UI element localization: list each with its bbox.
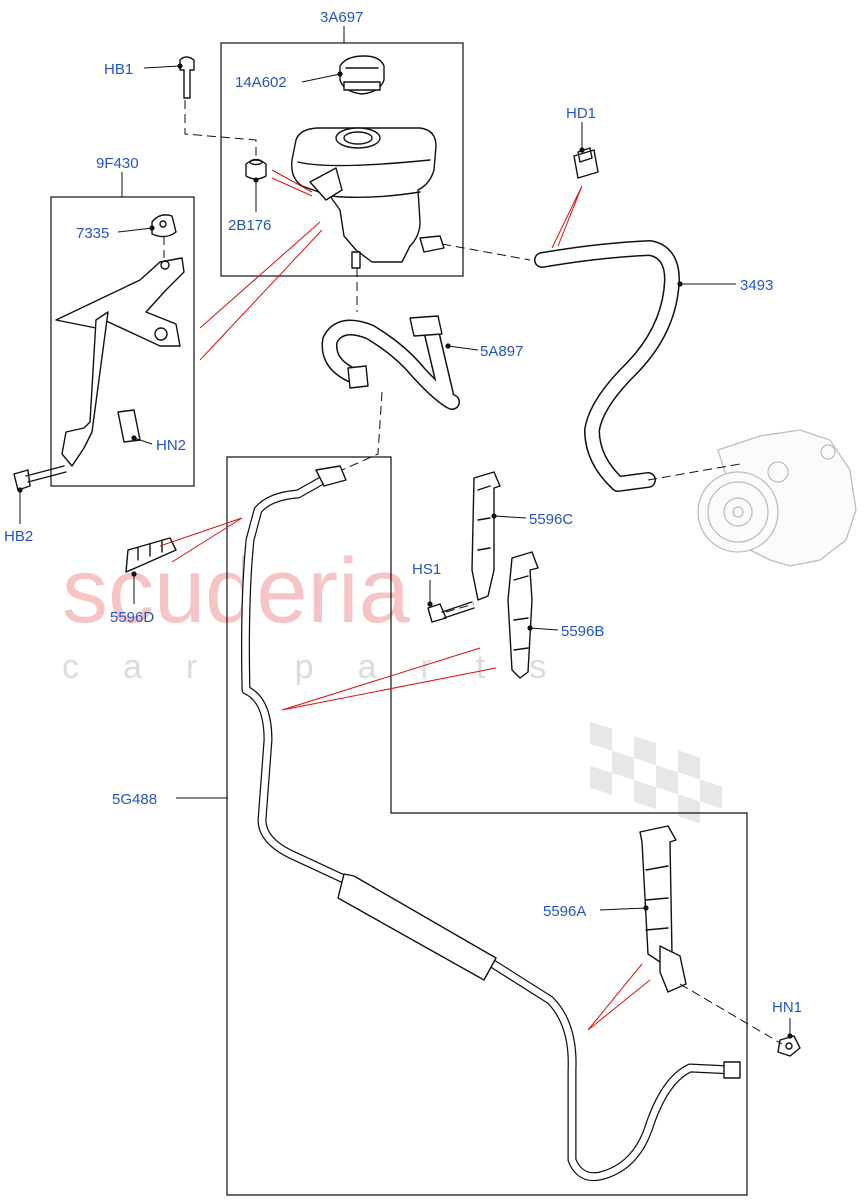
bracket-5596c	[471, 471, 501, 601]
label-hn1: HN1	[772, 999, 802, 1016]
bolt-hb2	[13, 465, 67, 491]
label-3493: 3493	[740, 277, 773, 294]
hose-5a897	[321, 315, 460, 410]
label-5596b: 5596B	[561, 623, 604, 640]
pipe-hose-connection	[341, 391, 383, 471]
hs1-connection	[445, 603, 475, 613]
reservoir-group-box	[220, 42, 464, 277]
label-2b176: 2B176	[228, 217, 271, 234]
label-hb2: HB2	[4, 528, 33, 545]
checkered-flag-watermark	[590, 721, 722, 824]
pump	[697, 429, 857, 567]
label-7335: 7335	[76, 225, 109, 242]
hose-clamp-hd1	[573, 147, 599, 179]
pump-connection	[647, 463, 741, 481]
label-5a897: 5A897	[480, 343, 523, 360]
clip-hn2	[117, 409, 141, 443]
hn1-connection	[679, 983, 783, 1045]
bolt-hb1	[179, 56, 195, 99]
label-5596c: 5596C	[529, 511, 573, 528]
nut-hn1	[777, 1035, 801, 1057]
reservoir-cap	[339, 55, 385, 95]
fluid-reservoir	[291, 127, 445, 269]
hb1-connection	[184, 100, 257, 156]
watermark-sub: car parts	[62, 648, 590, 686]
leaders	[17, 26, 793, 1039]
label-hb1: HB1	[104, 61, 133, 78]
reservoir-hose-connection	[441, 243, 531, 261]
mounting-bracket	[55, 257, 185, 467]
label-hd1: HD1	[566, 105, 596, 122]
label-5596d: 5596D	[110, 609, 154, 626]
watermark: scuderia car parts	[62, 540, 722, 824]
cooler-pipe-group-box	[226, 456, 748, 1196]
label-5596a: 5596A	[543, 903, 586, 920]
label-hn2: HN2	[156, 437, 186, 454]
watermark-main: scuderia	[62, 540, 411, 642]
pipe-5g488	[241, 465, 741, 1182]
mount-7335	[151, 214, 177, 238]
label-hs1: HS1	[412, 561, 441, 578]
bracket-5596a	[639, 825, 687, 993]
bracket-5596d	[125, 537, 177, 573]
label-9f430: 9F430	[96, 155, 139, 172]
grommet	[245, 158, 267, 180]
bolt-hs1	[427, 601, 475, 623]
red-pointers	[159, 169, 651, 1031]
label-3a697: 3A697	[320, 9, 363, 26]
label-14a602: 14A602	[235, 74, 287, 91]
hose-3493	[534, 240, 680, 492]
bracket-5596b	[507, 551, 539, 679]
label-5g488: 5G488	[112, 791, 157, 808]
